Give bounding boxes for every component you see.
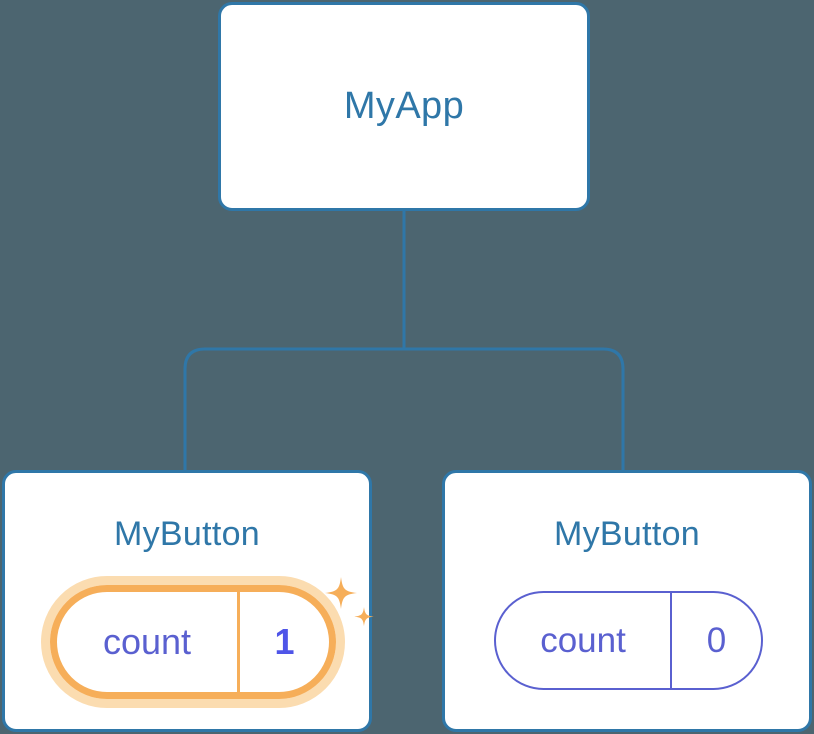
state-key-label: count bbox=[57, 592, 240, 692]
state-value-label: 1 bbox=[274, 621, 295, 662]
connector-branches bbox=[183, 347, 625, 470]
node-mybutton-left-label: MyButton bbox=[113, 515, 261, 553]
node-mybutton-right-label: MyButton bbox=[553, 515, 701, 553]
state-pill-glow bbox=[41, 576, 345, 708]
node-myapp-label: MyApp bbox=[343, 85, 465, 127]
node-mybutton-left[interactable]: MyButton count 1 bbox=[2, 470, 374, 732]
node-myapp[interactable]: MyApp bbox=[218, 2, 590, 211]
state-pill-active[interactable]: count 1 bbox=[41, 576, 345, 708]
state-key-label: count bbox=[496, 593, 672, 688]
state-pill-plain[interactable]: count 0 bbox=[494, 591, 763, 690]
node-mybutton-right[interactable]: MyButton count 0 bbox=[442, 470, 812, 732]
state-value-label: 0 bbox=[706, 620, 727, 660]
